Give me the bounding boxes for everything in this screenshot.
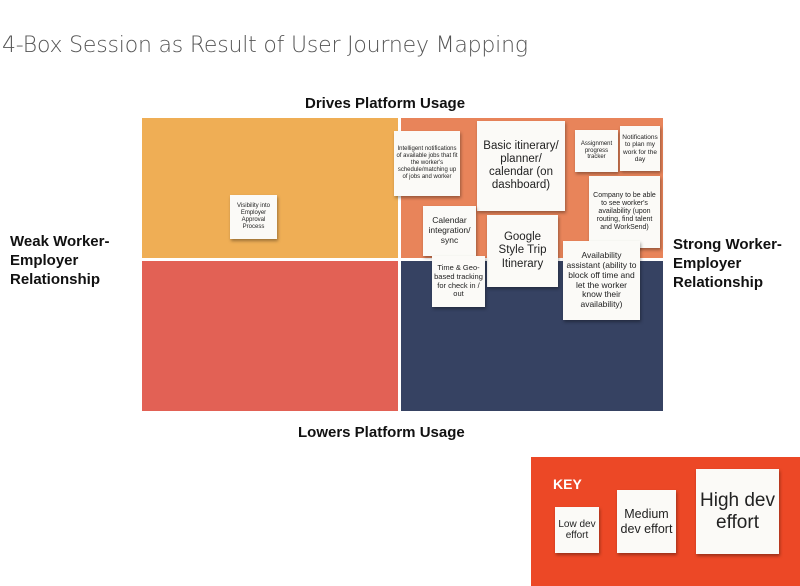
key-note-low: Low dev effort — [555, 507, 599, 553]
sticky-note[interactable]: Assignment progress tracker — [575, 130, 618, 172]
sticky-note[interactable]: Basic itinerary/ planner/ calendar (on d… — [477, 121, 565, 211]
key-note-medium-text: Medium dev effort — [620, 507, 673, 536]
sticky-note[interactable]: Notifications to plan my work for the da… — [620, 126, 660, 171]
page-title: 4-Box Session as Result of User Journey … — [2, 33, 528, 58]
note-text: Notifications to plan my work for the da… — [622, 133, 658, 163]
note-text: Time & Geo-based tracking for check in /… — [434, 263, 483, 299]
key-note-high: High dev effort — [696, 469, 779, 554]
key-note-low-text: Low dev effort — [558, 518, 596, 542]
note-text: Availability assistant (ability to block… — [566, 250, 637, 310]
axis-label-top: Drives Platform Usage — [305, 95, 466, 112]
note-text: Calendar integration/ sync — [428, 215, 471, 245]
sticky-note[interactable]: Time & Geo-based tracking for check in /… — [432, 256, 485, 307]
sticky-note[interactable]: Intelligent notifications of available j… — [394, 131, 460, 196]
sticky-note[interactable]: Company to be able to see worker's avail… — [589, 176, 660, 248]
note-text: Assignment progress tracker — [580, 140, 613, 161]
note-text: Intelligent notifications of available j… — [396, 146, 458, 180]
axis-label-bottom: Lowers Platform Usage — [298, 424, 465, 441]
quadrant-bottom-left — [142, 261, 398, 411]
axis-label-left: Weak Worker- Employer Relationship — [10, 233, 110, 288]
sticky-note[interactable]: Google Style Trip Itinerary — [487, 215, 558, 287]
sticky-note[interactable]: Visibility into Employer Approval Proces… — [230, 195, 277, 239]
key-title: KEY — [553, 476, 582, 492]
note-text: Company to be able to see worker's avail… — [593, 191, 656, 232]
note-text: Basic itinerary/ planner/ calendar (on d… — [483, 139, 559, 192]
key-note-medium: Medium dev effort — [617, 490, 676, 553]
sticky-note[interactable]: Availability assistant (ability to block… — [563, 241, 640, 320]
sticky-note[interactable]: Calendar integration/ sync — [423, 206, 476, 256]
note-text: Google Style Trip Itinerary — [498, 231, 547, 270]
key-note-high-text: High dev effort — [700, 489, 775, 533]
note-text: Visibility into Employer Approval Proces… — [237, 203, 270, 230]
axis-label-right: Strong Worker- Employer Relationship — [673, 236, 782, 291]
